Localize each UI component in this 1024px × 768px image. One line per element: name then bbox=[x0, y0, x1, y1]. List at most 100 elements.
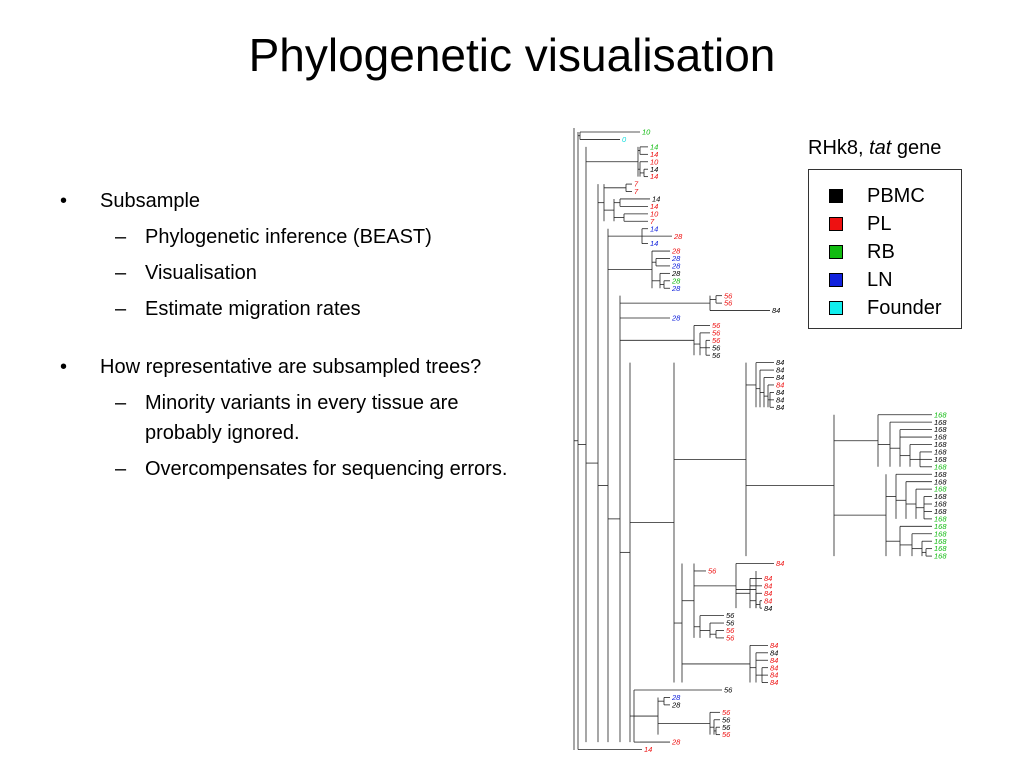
tip-label: 168 bbox=[934, 492, 947, 501]
tip-label: 168 bbox=[934, 544, 947, 553]
tip-label: 14 bbox=[650, 165, 658, 174]
tip-label: 84 bbox=[764, 581, 772, 590]
tip-label: 168 bbox=[934, 485, 947, 494]
bullet-marker: • bbox=[60, 356, 68, 378]
tip-label: 168 bbox=[934, 522, 947, 531]
slide-title: Phylogenetic visualisation bbox=[248, 29, 776, 81]
tip-label: 28 bbox=[671, 738, 681, 747]
tip-label: 84 bbox=[776, 381, 784, 390]
sub-bullet-item: – Phylogenetic inference (BEAST) bbox=[60, 222, 530, 252]
sub-bullet-item: – Overcompensates for sequencing errors. bbox=[60, 454, 530, 484]
tip-label: 56 bbox=[722, 715, 731, 724]
legend-label: LN bbox=[867, 269, 893, 291]
tip-label: 84 bbox=[764, 604, 772, 613]
tip-label: 7 bbox=[650, 217, 655, 226]
legend-swatch bbox=[829, 301, 843, 315]
tip-label: 28 bbox=[671, 254, 681, 263]
sub-bullet-marker: – bbox=[115, 298, 127, 320]
tip-label: 84 bbox=[776, 559, 784, 568]
tip-label: 28 bbox=[671, 700, 681, 709]
sub-bullet-marker: – bbox=[115, 458, 127, 480]
bullet-item: • Subsample bbox=[60, 186, 530, 216]
tip-label: 14 bbox=[650, 239, 658, 248]
tip-label: 84 bbox=[770, 663, 778, 672]
tip-label: 0 bbox=[622, 135, 627, 144]
tip-label: 84 bbox=[776, 358, 784, 367]
tip-label: 168 bbox=[934, 500, 947, 509]
bullet-marker: • bbox=[60, 190, 68, 212]
tip-label: 28 bbox=[671, 247, 681, 256]
sub-bullet-marker: – bbox=[115, 262, 127, 284]
tip-label: 56 bbox=[726, 611, 735, 620]
tip-label: 168 bbox=[934, 462, 947, 471]
tip-label: 56 bbox=[724, 299, 733, 308]
tip-label: 168 bbox=[934, 410, 947, 419]
sub-bullet-marker: – bbox=[115, 226, 127, 248]
tip-label: 56 bbox=[722, 708, 731, 717]
tip-label: 168 bbox=[934, 507, 947, 516]
tip-label: 84 bbox=[764, 596, 772, 605]
tip-label: 14 bbox=[644, 745, 652, 754]
tip-label: 84 bbox=[776, 395, 784, 404]
tip-label: 10 bbox=[642, 128, 651, 137]
sub-bullet-marker: – bbox=[115, 392, 127, 414]
phylogenetic-tree: 1001414101414771414107142814282828282828… bbox=[573, 128, 947, 754]
legend-swatch bbox=[829, 217, 843, 231]
legend-label: PBMC bbox=[867, 185, 925, 207]
tip-label: 84 bbox=[776, 403, 784, 412]
subtitle-gene: tat bbox=[869, 137, 892, 159]
tip-label: 84 bbox=[770, 656, 778, 665]
tip-label: 56 bbox=[712, 328, 721, 337]
tip-label: 84 bbox=[770, 641, 778, 650]
tip-label: 14 bbox=[652, 195, 660, 204]
legend-label: Founder bbox=[867, 297, 942, 319]
tip-label: 14 bbox=[650, 172, 658, 181]
subtitle-prefix: RHk8, bbox=[808, 137, 870, 159]
tip-label: 56 bbox=[708, 567, 717, 576]
tip-label: 28 bbox=[671, 284, 681, 293]
tip-label: 56 bbox=[726, 634, 735, 643]
tip-label: 168 bbox=[934, 440, 947, 449]
tip-label: 168 bbox=[934, 418, 947, 427]
sub-bullet-item: – Minority variants in every tissue are … bbox=[60, 388, 530, 448]
tip-label: 84 bbox=[776, 366, 784, 375]
bullet-text: Subsample bbox=[100, 190, 201, 212]
tip-label: 56 bbox=[712, 336, 721, 345]
bullet-item: • How representative are subsampled tree… bbox=[60, 352, 530, 382]
tip-label: 56 bbox=[726, 626, 735, 635]
tip-label: 168 bbox=[934, 448, 947, 457]
legend-label: RB bbox=[867, 241, 895, 263]
legend-swatch bbox=[829, 189, 843, 203]
tip-label: 56 bbox=[722, 723, 731, 732]
tip-label: 84 bbox=[776, 388, 784, 397]
tip-label: 10 bbox=[650, 209, 659, 218]
legend-swatch bbox=[829, 245, 843, 259]
tip-label: 28 bbox=[671, 262, 681, 271]
legend-label: PL bbox=[867, 213, 892, 235]
sub-bullet-item: – Visualisation bbox=[60, 258, 530, 288]
tip-label: 168 bbox=[934, 455, 947, 464]
tip-label: 84 bbox=[770, 678, 778, 687]
sub-bullet-item: – Estimate migration rates bbox=[60, 294, 530, 324]
tip-label: 28 bbox=[671, 269, 681, 278]
tip-label: 14 bbox=[650, 142, 658, 151]
sub-bullet-text: Overcompensates for sequencing errors. bbox=[145, 458, 508, 480]
bullet-text: How representative are subsampled trees? bbox=[100, 356, 482, 378]
tip-label: 84 bbox=[770, 648, 778, 657]
tip-label: 56 bbox=[724, 291, 733, 300]
tip-label: 28 bbox=[671, 314, 681, 323]
tissue-legend: PBMC PL RB LN Founder bbox=[808, 169, 962, 329]
tip-label: 168 bbox=[934, 514, 947, 523]
tip-label: 28 bbox=[673, 232, 683, 241]
tip-label: 56 bbox=[724, 686, 733, 695]
tip-label: 168 bbox=[934, 552, 947, 561]
tip-label: 84 bbox=[764, 589, 772, 598]
tip-label: 168 bbox=[934, 425, 947, 434]
tip-label: 168 bbox=[934, 433, 947, 442]
sub-bullet-text: Visualisation bbox=[145, 262, 257, 284]
tip-label: 84 bbox=[770, 671, 778, 680]
tip-label: 28 bbox=[671, 276, 681, 285]
tip-label: 168 bbox=[934, 477, 947, 486]
tip-label: 56 bbox=[712, 321, 721, 330]
sub-bullet-text: Minority variants in every tissue are pr… bbox=[145, 392, 459, 444]
